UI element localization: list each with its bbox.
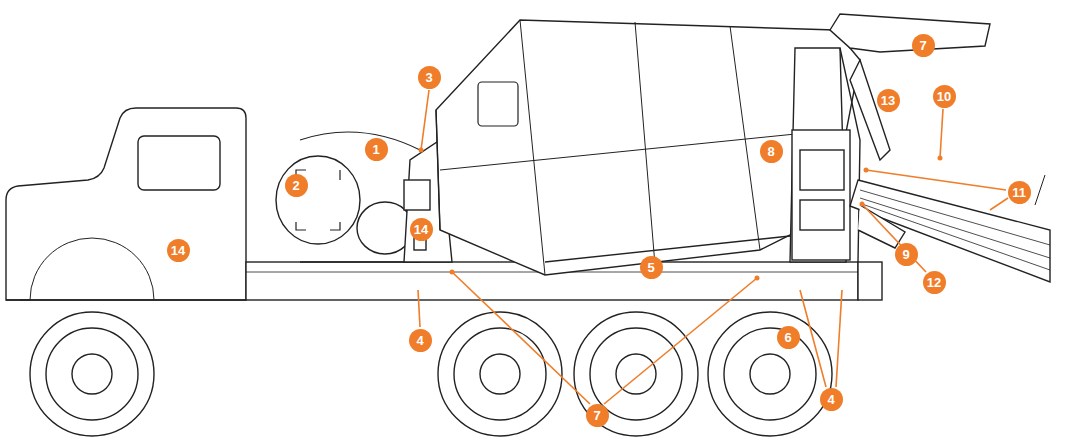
callout-number: 7 bbox=[912, 34, 935, 57]
callout-number: 8 bbox=[760, 140, 783, 163]
callout-number: 2 bbox=[285, 174, 308, 197]
callout-number: 7 bbox=[586, 404, 609, 427]
callout-number: 5 bbox=[640, 256, 663, 279]
callout-number: 4 bbox=[409, 329, 432, 352]
callout-number: 14 bbox=[167, 239, 190, 262]
callout-number: 3 bbox=[418, 66, 441, 89]
callout-number: 10 bbox=[933, 85, 956, 108]
callout-number: 1 bbox=[365, 138, 388, 161]
callout-number: 14 bbox=[410, 218, 433, 241]
callout-number: 4 bbox=[820, 388, 843, 411]
callout-number: 6 bbox=[777, 326, 800, 349]
callout-number: 11 bbox=[1008, 181, 1031, 204]
callout-number: 13 bbox=[877, 89, 900, 112]
callout-number: 12 bbox=[923, 271, 946, 294]
callout-number: 9 bbox=[895, 243, 918, 266]
